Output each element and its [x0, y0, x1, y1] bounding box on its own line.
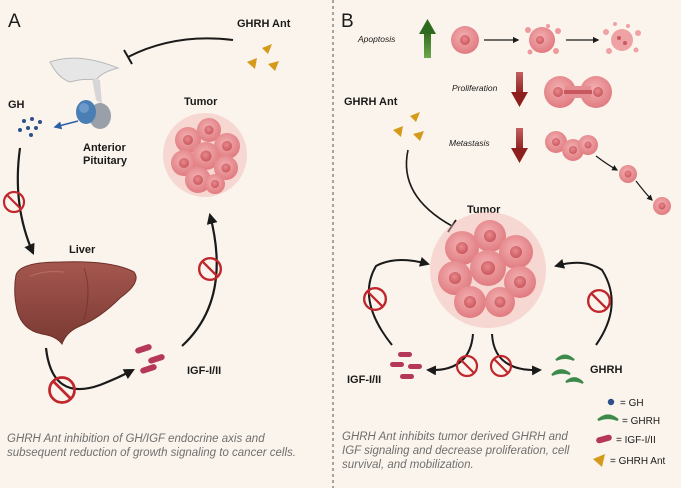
- pituitary-label-line1: Anterior: [83, 142, 127, 154]
- panel-a-igf-label: IGF-I/II: [187, 365, 221, 377]
- metastasis-step-arrow-1: [595, 155, 619, 171]
- ghrh-ant-inhibition-arc: [127, 37, 234, 58]
- metastasis-step-arrow-2: [635, 180, 653, 201]
- apoptosis-cells: [451, 22, 641, 55]
- igf-molecules-a: [135, 344, 165, 374]
- legend: = GH = GHRH = IGF-I/II = GHRH Ant: [593, 398, 666, 467]
- proliferation-label: Proliferation: [452, 83, 498, 93]
- inhibition-icon-ghrh-loop: [586, 288, 612, 314]
- panel-b-ghrh-label: GHRH: [590, 364, 622, 376]
- legend-gh-swatch: [607, 398, 615, 406]
- liver-label: Liver: [69, 244, 96, 256]
- panel-b-igf-label: IGF-I/II: [347, 374, 381, 386]
- igf-autocrine-arrow: [367, 257, 430, 346]
- panel-b-ghrh-ant-label: GHRH Ant: [344, 96, 398, 108]
- gh-label: GH: [8, 99, 25, 111]
- panel-a-ghrh-ant-label: GHRH Ant: [237, 18, 291, 30]
- tumor-b-illustration: [430, 212, 546, 328]
- legend-igf-swatch: [596, 434, 612, 444]
- panel-b-tumor-label: Tumor: [467, 204, 501, 216]
- anterior-pituitary-illustration: [49, 57, 120, 129]
- pituitary-label-line2: Pituitary: [83, 155, 128, 167]
- igf-to-tumor-arrow: [181, 212, 218, 347]
- legend-igf: = IGF-I/II: [616, 435, 656, 446]
- gh-molecules: [18, 117, 42, 137]
- gh-to-liver-arrow: [16, 147, 35, 256]
- inhibition-bar: [123, 49, 133, 65]
- ghrh-molecules: [551, 354, 584, 384]
- panel-a-letter: A: [8, 11, 21, 32]
- tumor-a-illustration: [163, 113, 247, 197]
- legend-gh: = GH: [620, 398, 644, 409]
- apoptosis-label: Apoptosis: [357, 34, 396, 44]
- legend-ghrh-ant: = GHRH Ant: [610, 456, 666, 467]
- tumor-to-ghrh-arrow: [491, 333, 542, 376]
- panel-b-letter: B: [341, 11, 354, 32]
- inhibition-icon-gh: [2, 190, 26, 214]
- liver-illustration: [14, 261, 137, 346]
- proliferation-dividing-cell: [544, 76, 612, 108]
- igf-molecules-b: [390, 352, 422, 379]
- legend-ghrh: = GHRH: [622, 416, 660, 427]
- legend-ghrh-swatch: [597, 414, 619, 422]
- tumor-to-igf-arrow: [426, 333, 474, 376]
- inhibition-icon-liver: [48, 376, 76, 404]
- inhibition-icon-igf-loop: [362, 286, 388, 312]
- panel-a-caption: GHRH Ant inhibition of GH/IGF endocrine …: [7, 433, 296, 459]
- apoptosis-up-arrow: [419, 19, 436, 58]
- panel-b-ghrh-ant-molecules: [393, 112, 424, 141]
- legend-ghrh-ant-swatch: [593, 454, 605, 467]
- metastasis-label: Metastasis: [449, 138, 490, 148]
- inhibition-icon-tumor-igf: [455, 354, 479, 378]
- ghrh-ant-molecules: [247, 44, 279, 71]
- ghrh-autocrine-arrow: [554, 258, 613, 346]
- panel-b-ghrh-ant-inhibition-line: [405, 149, 453, 227]
- panel-b-caption: GHRH Ant inhibits tumor derived GHRH and…: [342, 431, 570, 471]
- panel-b-inhibition-bar: [447, 219, 457, 233]
- panel-a-tumor-label: Tumor: [184, 96, 218, 108]
- gh-release-arrow: [53, 120, 79, 130]
- metastasis-cells: [545, 131, 671, 215]
- metastasis-down-arrow: [511, 128, 528, 163]
- liver-to-igf-arrow: [44, 347, 135, 391]
- proliferation-down-arrow: [511, 72, 528, 107]
